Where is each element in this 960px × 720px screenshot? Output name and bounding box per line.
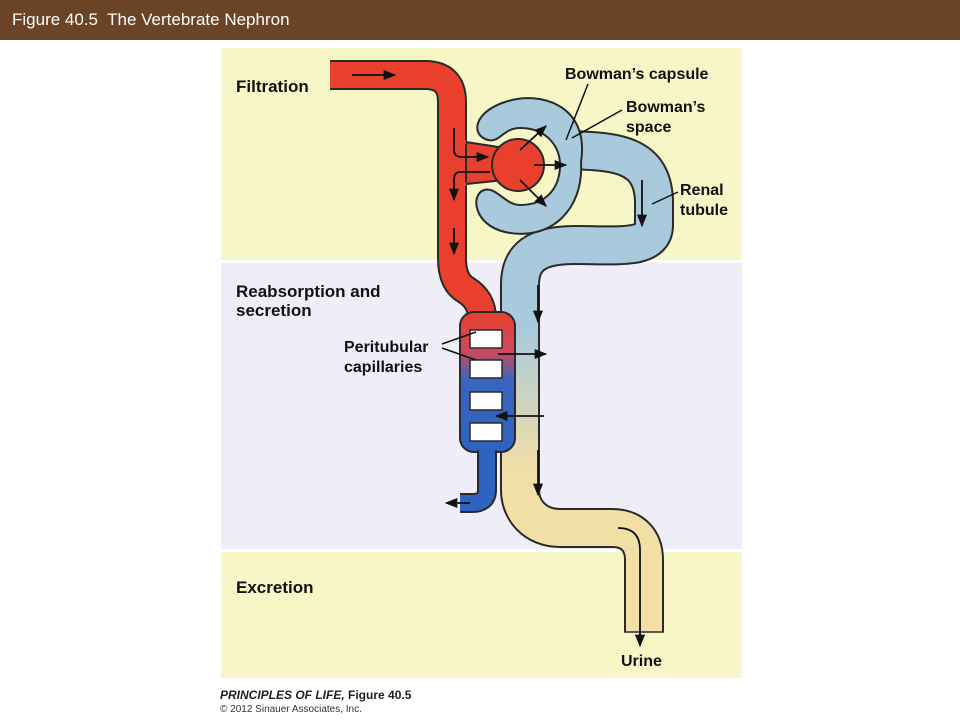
credit-figure: Figure 40.5 (348, 688, 412, 702)
title-bar: Figure 40.5 The Vertebrate Nephron (0, 0, 960, 40)
arrow-to-glomerulus (453, 128, 490, 163)
label-bowmans-capsule: Bowman’s capsule (565, 66, 709, 83)
label-bowmans-space-line2: space (626, 119, 671, 136)
arrow-filtrate-3 (519, 179, 547, 207)
label-reabsorption-line2: secretion (236, 301, 312, 320)
label-filtration: Filtration (236, 77, 309, 96)
label-peritubular-line1: Peritubular (344, 339, 428, 356)
label-excretion: Excretion (236, 578, 313, 597)
blood-vessel (330, 60, 506, 319)
label-renal-tubule-line2: tubule (680, 202, 728, 219)
figure-title: Figure 40.5 The Vertebrate Nephron (12, 10, 290, 29)
flow-arrows (352, 69, 648, 648)
arrow-urine (617, 527, 646, 648)
arrow-from-glomerulus (448, 171, 490, 202)
label-renal-tubule-line1: Renal (680, 182, 724, 199)
renal-tubule (500, 130, 674, 633)
label-bowmans-space-line1: Bowman’s (626, 99, 706, 116)
label-reabsorption-line1: Reabsorption and (236, 282, 381, 301)
arrow-filtrate-1 (519, 125, 547, 151)
credit-source: PRINCIPLES OF LIFE, Figure 40.5 (220, 688, 411, 702)
credit-book: PRINCIPLES OF LIFE, (220, 688, 349, 702)
leader-lines (441, 83, 679, 361)
credit-copyright: © 2012 Sinauer Associates, Inc. (220, 704, 362, 715)
label-peritubular-line2: capillaries (344, 359, 422, 376)
label-urine: Urine (621, 653, 662, 670)
